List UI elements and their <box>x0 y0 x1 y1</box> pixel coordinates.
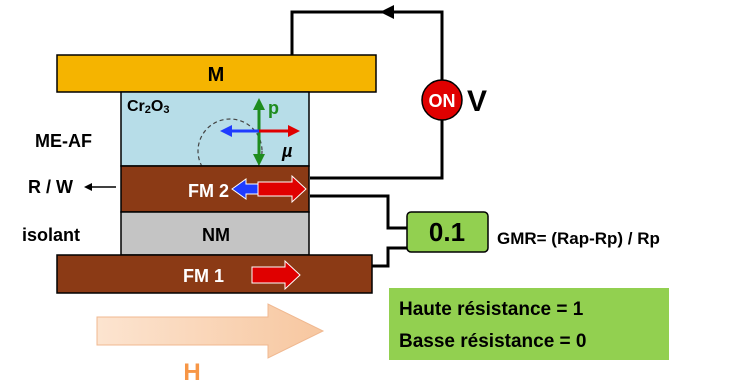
wire-gmr-to-fm1 <box>372 246 407 268</box>
mu-vector-label: µ <box>281 141 293 161</box>
fm2-layer-label: FM 2 <box>188 181 229 201</box>
p-vector-head-up <box>253 98 265 110</box>
field-arrow-icon <box>96 303 325 359</box>
current-direction-arrow <box>380 5 394 19</box>
metal-layer-label: M <box>208 64 225 86</box>
voltage-on-label: ON <box>429 91 456 111</box>
resistance-legend-box <box>389 288 669 360</box>
isolant-label: isolant <box>22 225 80 245</box>
me-af-material-label: Cr2O3 <box>127 98 169 116</box>
gmr-value-box <box>406 211 489 253</box>
wire-v-to-fm2 <box>310 120 444 180</box>
mu-vector-head-left <box>220 125 232 137</box>
voltage-label: V <box>467 85 487 118</box>
read-write-arrow-head <box>84 183 92 191</box>
legend-low-resistance: Basse résistance = 0 <box>399 331 587 352</box>
fm1-layer <box>56 254 373 294</box>
nm-layer-label: NM <box>202 225 230 245</box>
metal-layer <box>56 54 377 93</box>
wire-fm2-to-gmr <box>310 194 407 230</box>
gmr-formula: GMR= (Rap-Rp) / Rp <box>497 229 660 248</box>
p-vector-label: p <box>268 98 279 118</box>
legend-high-resistance: Haute résistance = 1 <box>399 299 584 320</box>
fm1-layer-label: FM 1 <box>183 266 224 286</box>
nm-layer <box>120 211 310 256</box>
me-af-side-label: ME-AF <box>35 131 92 151</box>
voltage-on-indicator[interactable] <box>421 79 463 121</box>
field-label: H <box>183 359 200 383</box>
read-write-label: R / W <box>28 177 73 197</box>
p-vector-head-down <box>253 154 265 166</box>
fm2-arrow-right-icon <box>257 174 307 204</box>
circuit-wires <box>290 10 444 268</box>
gmr-value: 0.1 <box>429 217 465 247</box>
fm1-arrow-right-icon <box>251 259 301 291</box>
wire-top-loop <box>290 10 444 80</box>
mu-vector-head-right <box>288 125 300 137</box>
